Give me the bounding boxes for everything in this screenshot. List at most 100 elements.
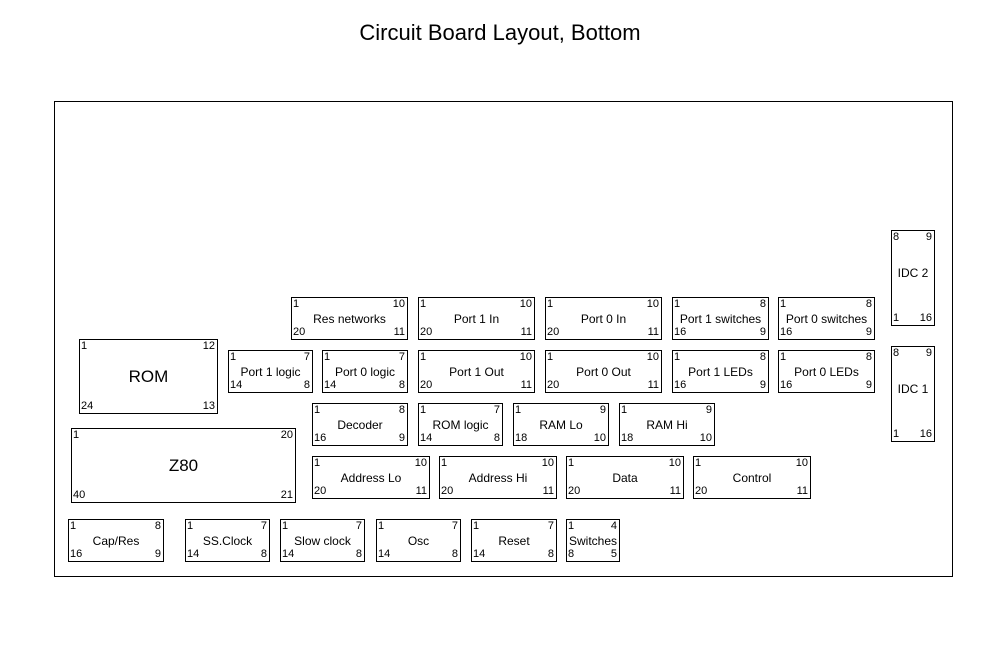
chip-label: Slow clock: [294, 533, 351, 548]
pin-top-left: 1: [73, 429, 80, 441]
pin-top-left: 1: [621, 404, 628, 416]
pin-bottom-left: 20: [695, 485, 708, 497]
chip-label: Reset: [498, 533, 530, 548]
pin-bottom-left: 16: [314, 432, 327, 444]
pin-top-right: 20: [280, 429, 293, 441]
chip-label: Port 0 Out: [576, 364, 631, 379]
pin-top-left: 1: [420, 298, 427, 310]
pin-bottom-left: 14: [187, 548, 200, 560]
pin-bottom-left: 20: [293, 326, 306, 338]
pin-top-right: 9: [925, 231, 932, 243]
pin-bottom-left: 20: [568, 485, 581, 497]
pin-bottom-right: 11: [415, 485, 427, 497]
page-title: Circuit Board Layout, Bottom: [359, 20, 641, 45]
pin-bottom-right: 9: [154, 548, 161, 560]
pin-top-left: 1: [282, 520, 289, 532]
pin-top-left: 1: [441, 457, 448, 469]
pin-bottom-left: 20: [547, 326, 560, 338]
pin-top-right: 7: [260, 520, 267, 532]
pin-bottom-left: 8: [568, 548, 575, 560]
chip-label: Port 1 In: [453, 311, 500, 326]
pin-bottom-right: 8: [451, 548, 458, 560]
pin-bottom-left: 1: [893, 428, 900, 440]
chip-label: Switches: [568, 533, 618, 548]
pin-top-right: 10: [646, 298, 659, 310]
pin-top-right: 8: [759, 298, 766, 310]
pin-top-right: 8: [398, 404, 405, 416]
chip-label: Osc: [407, 533, 430, 548]
pin-bottom-right: 8: [398, 379, 405, 391]
chip-label: Address Hi: [468, 470, 528, 485]
pin-bottom-right: 8: [260, 548, 267, 560]
pin-top-right: 10: [519, 298, 532, 310]
pin-bottom-right: 8: [355, 548, 362, 560]
pin-top-right: 9: [599, 404, 606, 416]
pin-bottom-right: 9: [865, 379, 872, 391]
chip-label: SS.Clock: [202, 533, 253, 548]
chip-label: Port 0 logic: [334, 364, 396, 379]
pin-bottom-right: 11: [669, 485, 681, 497]
chip-label: Control: [732, 470, 772, 485]
pin-bottom-left: 16: [780, 379, 793, 391]
pin-top-right: 8: [154, 520, 161, 532]
pin-bottom-right: 8: [547, 548, 554, 560]
pin-top-right: 10: [519, 351, 532, 363]
chip-label: Port 0 In: [580, 311, 627, 326]
chip-label: Port 1 switches: [679, 311, 762, 326]
chip-label: Port 1 LEDs: [688, 364, 753, 379]
chip-label: Cap/Res: [92, 533, 140, 548]
pin-top-right: 12: [202, 340, 215, 352]
pin-top-left: 1: [695, 457, 702, 469]
chip-label: Data: [612, 470, 638, 485]
pin-bottom-left: 20: [420, 326, 433, 338]
pin-bottom-right: 5: [610, 548, 617, 560]
pin-top-right: 7: [547, 520, 554, 532]
pin-top-left: 1: [314, 457, 321, 469]
chip-label: IDC 1: [897, 382, 929, 397]
pin-bottom-right: 16: [919, 428, 932, 440]
chip-label: Port 0 switches: [785, 311, 868, 326]
chip-idc-1: IDC 1 8 9 1 16: [891, 346, 935, 442]
pin-bottom-right: 11: [393, 326, 405, 338]
pin-bottom-left: 20: [420, 379, 433, 391]
pin-top-right: 7: [303, 351, 310, 363]
pin-bottom-left: 16: [674, 326, 687, 338]
pin-top-left: 1: [674, 351, 681, 363]
pin-bottom-left: 20: [547, 379, 560, 391]
chip-label: Res networks: [313, 311, 386, 326]
pin-bottom-right: 11: [542, 485, 554, 497]
pin-top-right: 10: [668, 457, 681, 469]
pin-top-right: 10: [392, 298, 405, 310]
chip-label: Address Lo: [340, 470, 402, 485]
pin-bottom-left: 14: [282, 548, 295, 560]
pin-top-left: 1: [547, 351, 554, 363]
pin-bottom-left: 16: [674, 379, 687, 391]
pin-bottom-left: 40: [73, 489, 86, 501]
pin-top-right: 9: [925, 347, 932, 359]
pin-top-left: 8: [893, 347, 900, 359]
pin-top-right: 10: [795, 457, 808, 469]
pin-top-right: 10: [541, 457, 554, 469]
chip-label: IDC 2: [897, 266, 929, 281]
pin-top-left: 1: [314, 404, 321, 416]
pin-top-right: 8: [865, 298, 872, 310]
pin-top-left: 1: [780, 298, 787, 310]
